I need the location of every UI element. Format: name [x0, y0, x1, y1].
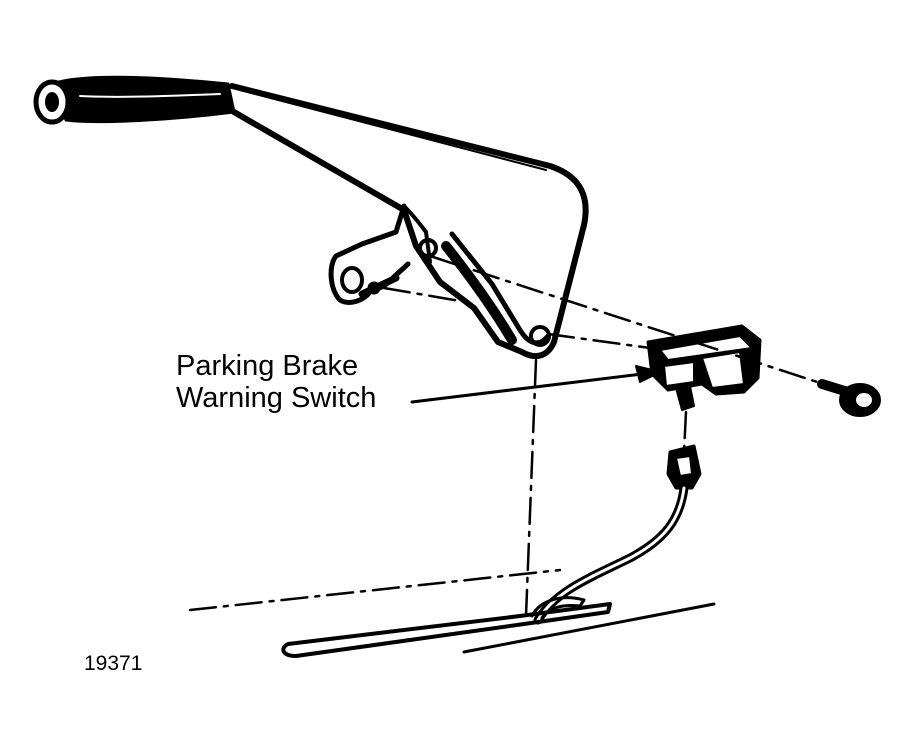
alignment-lines — [188, 254, 850, 618]
callout-leader — [410, 365, 661, 404]
switch-callout-label: Parking Brake Warning Switch — [176, 350, 376, 414]
brake-lever-arm — [229, 83, 589, 360]
mounting-bracket — [328, 203, 411, 305]
lever-grip — [33, 75, 236, 125]
floor-pan — [281, 596, 716, 658]
callout-line-2: Warning Switch — [176, 382, 377, 414]
wiring-harness — [533, 444, 702, 625]
figure-number: 19371 — [84, 652, 143, 675]
callout-line-1: Parking Brake — [176, 350, 359, 382]
warning-switch — [646, 324, 762, 411]
mounting-screw — [817, 379, 881, 417]
